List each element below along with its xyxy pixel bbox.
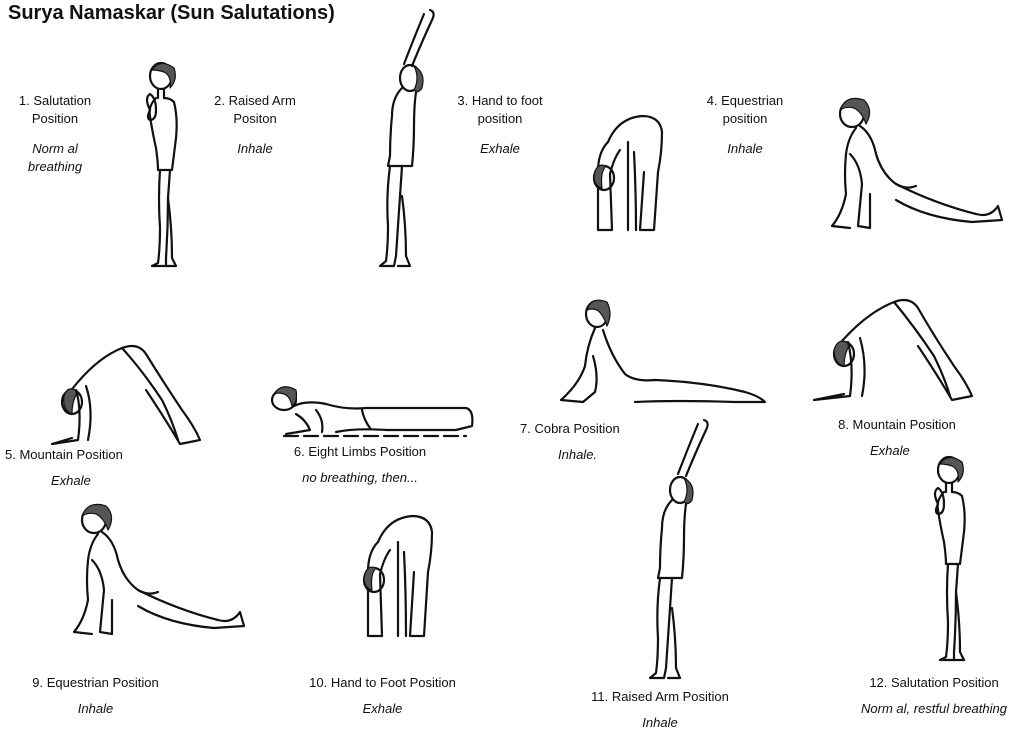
pose-name-line2: Positon <box>210 110 300 128</box>
eight-limbs-figure-icon <box>266 380 481 445</box>
caption-pose-2: 2. Raised Arm Positon Inhale <box>210 92 300 158</box>
pose-breath: Norm al <box>10 140 100 158</box>
page-title: Surya Namaskar (Sun Salutations) <box>8 2 335 25</box>
pose-name: 9. Equestrian Position <box>18 674 173 692</box>
caption-pose-11: 11. Raised Arm Position Inhale <box>575 688 745 732</box>
mountain-figure-icon <box>808 296 978 411</box>
salutation-figure-icon <box>916 452 976 672</box>
raised-arm-figure-icon <box>640 416 715 689</box>
mountain-figure-icon <box>42 340 207 455</box>
pose-breath: Inhale <box>575 714 745 732</box>
pose-name: 10. Hand to Foot Position <box>295 674 470 692</box>
pose-name: 12. Salutation Position <box>852 674 1016 692</box>
pose-name: 2. Raised Arm <box>210 92 300 110</box>
hand-to-foot-figure-icon <box>358 512 438 647</box>
cobra-figure-icon <box>555 296 770 413</box>
caption-pose-1: 1. Salutation Position Norm al breathing <box>10 92 100 176</box>
pose-breath-line2: breathing <box>10 158 100 176</box>
pose-name: 1. Salutation <box>10 92 100 110</box>
hand-to-foot-figure-icon <box>588 112 668 242</box>
caption-pose-9: 9. Equestrian Position Inhale <box>18 674 173 718</box>
caption-pose-12: 12. Salutation Position Norm al, restful… <box>852 674 1016 718</box>
pose-name-line2: Position <box>10 110 100 128</box>
equestrian-figure-icon <box>826 94 1006 239</box>
caption-pose-6: 6. Eight Limbs Position no breathing, th… <box>280 443 440 487</box>
pose-breath: Inhale <box>18 700 173 718</box>
caption-pose-3: 3. Hand to foot position Exhale <box>445 92 555 158</box>
pose-name-line2: position <box>445 110 555 128</box>
pose-name: 3. Hand to foot <box>445 92 555 110</box>
pose-name: 7. Cobra Position <box>520 420 650 438</box>
pose-breath: no breathing, then... <box>280 469 440 487</box>
caption-pose-10: 10. Hand to Foot Position Exhale <box>295 674 470 718</box>
caption-pose-4: 4. Equestrian position Inhale <box>690 92 800 158</box>
pose-breath: Exhale <box>295 700 470 718</box>
pose-breath: Exhale <box>5 472 145 490</box>
pose-breath: Inhale <box>210 140 300 158</box>
pose-name: 11. Raised Arm Position <box>575 688 745 706</box>
pose-breath: Exhale <box>445 140 555 158</box>
raised-arm-figure-icon <box>372 6 442 276</box>
caption-pose-7: 7. Cobra Position Inhale. <box>520 420 650 464</box>
equestrian-figure-icon <box>68 500 248 645</box>
pose-breath: Norm al, restful breathing <box>852 700 1016 718</box>
pose-name: 6. Eight Limbs Position <box>280 443 440 461</box>
pose-breath: Inhale <box>690 140 800 158</box>
pose-name: 4. Equestrian <box>690 92 800 110</box>
pose-name: 8. Mountain Position <box>822 416 972 434</box>
pose-breath: Inhale. <box>520 446 650 464</box>
salutation-figure-icon <box>128 58 188 278</box>
pose-name-line2: position <box>690 110 800 128</box>
